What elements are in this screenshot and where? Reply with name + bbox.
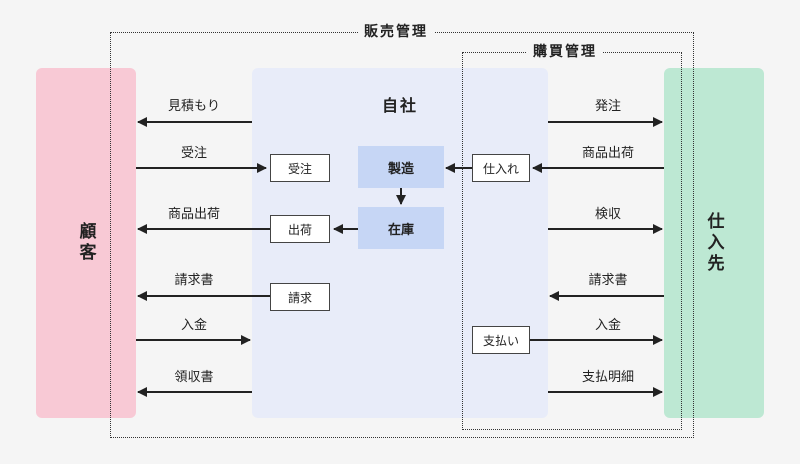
flow-label-shipment: 商品出荷 xyxy=(167,207,220,222)
receive-order-box: 受注 xyxy=(270,154,330,182)
flow-label-purchase-order: 発注 xyxy=(594,99,621,114)
ship-box: 出荷 xyxy=(270,215,330,243)
customer-label: 顧客 xyxy=(75,222,96,264)
flow-label-quote: 見積もり xyxy=(167,99,220,114)
flow-label-payment-in: 入金 xyxy=(180,318,207,333)
inventory-box: 在庫 xyxy=(358,207,444,249)
purchase-management-label: 購買管理 xyxy=(527,43,603,61)
flow-label-supplier-invoice: 請求書 xyxy=(588,273,628,288)
customer-entity: 顧客 xyxy=(36,68,136,418)
supplier-label: 仕入先 xyxy=(703,211,724,275)
company-label: 自社 xyxy=(381,96,418,115)
invoice-box: 請求 xyxy=(270,283,330,311)
flow-label-invoice: 請求書 xyxy=(174,273,214,288)
sales-management-label: 販売管理 xyxy=(358,23,434,41)
payment-box: 支払い xyxy=(472,326,530,354)
purchase-in-box: 仕入れ xyxy=(472,154,530,182)
flow-label-inspection: 検収 xyxy=(594,207,621,222)
manufacture-box: 製造 xyxy=(358,146,444,188)
supplier-entity: 仕入先 xyxy=(664,68,764,418)
flow-label-order: 受注 xyxy=(180,146,207,161)
flow-label-payment-statement: 支払明細 xyxy=(581,370,634,385)
flow-label-receipt: 領収書 xyxy=(174,370,214,385)
flow-label-supplier-shipment: 商品出荷 xyxy=(581,146,634,161)
flow-label-supplier-payment: 入金 xyxy=(594,318,621,333)
